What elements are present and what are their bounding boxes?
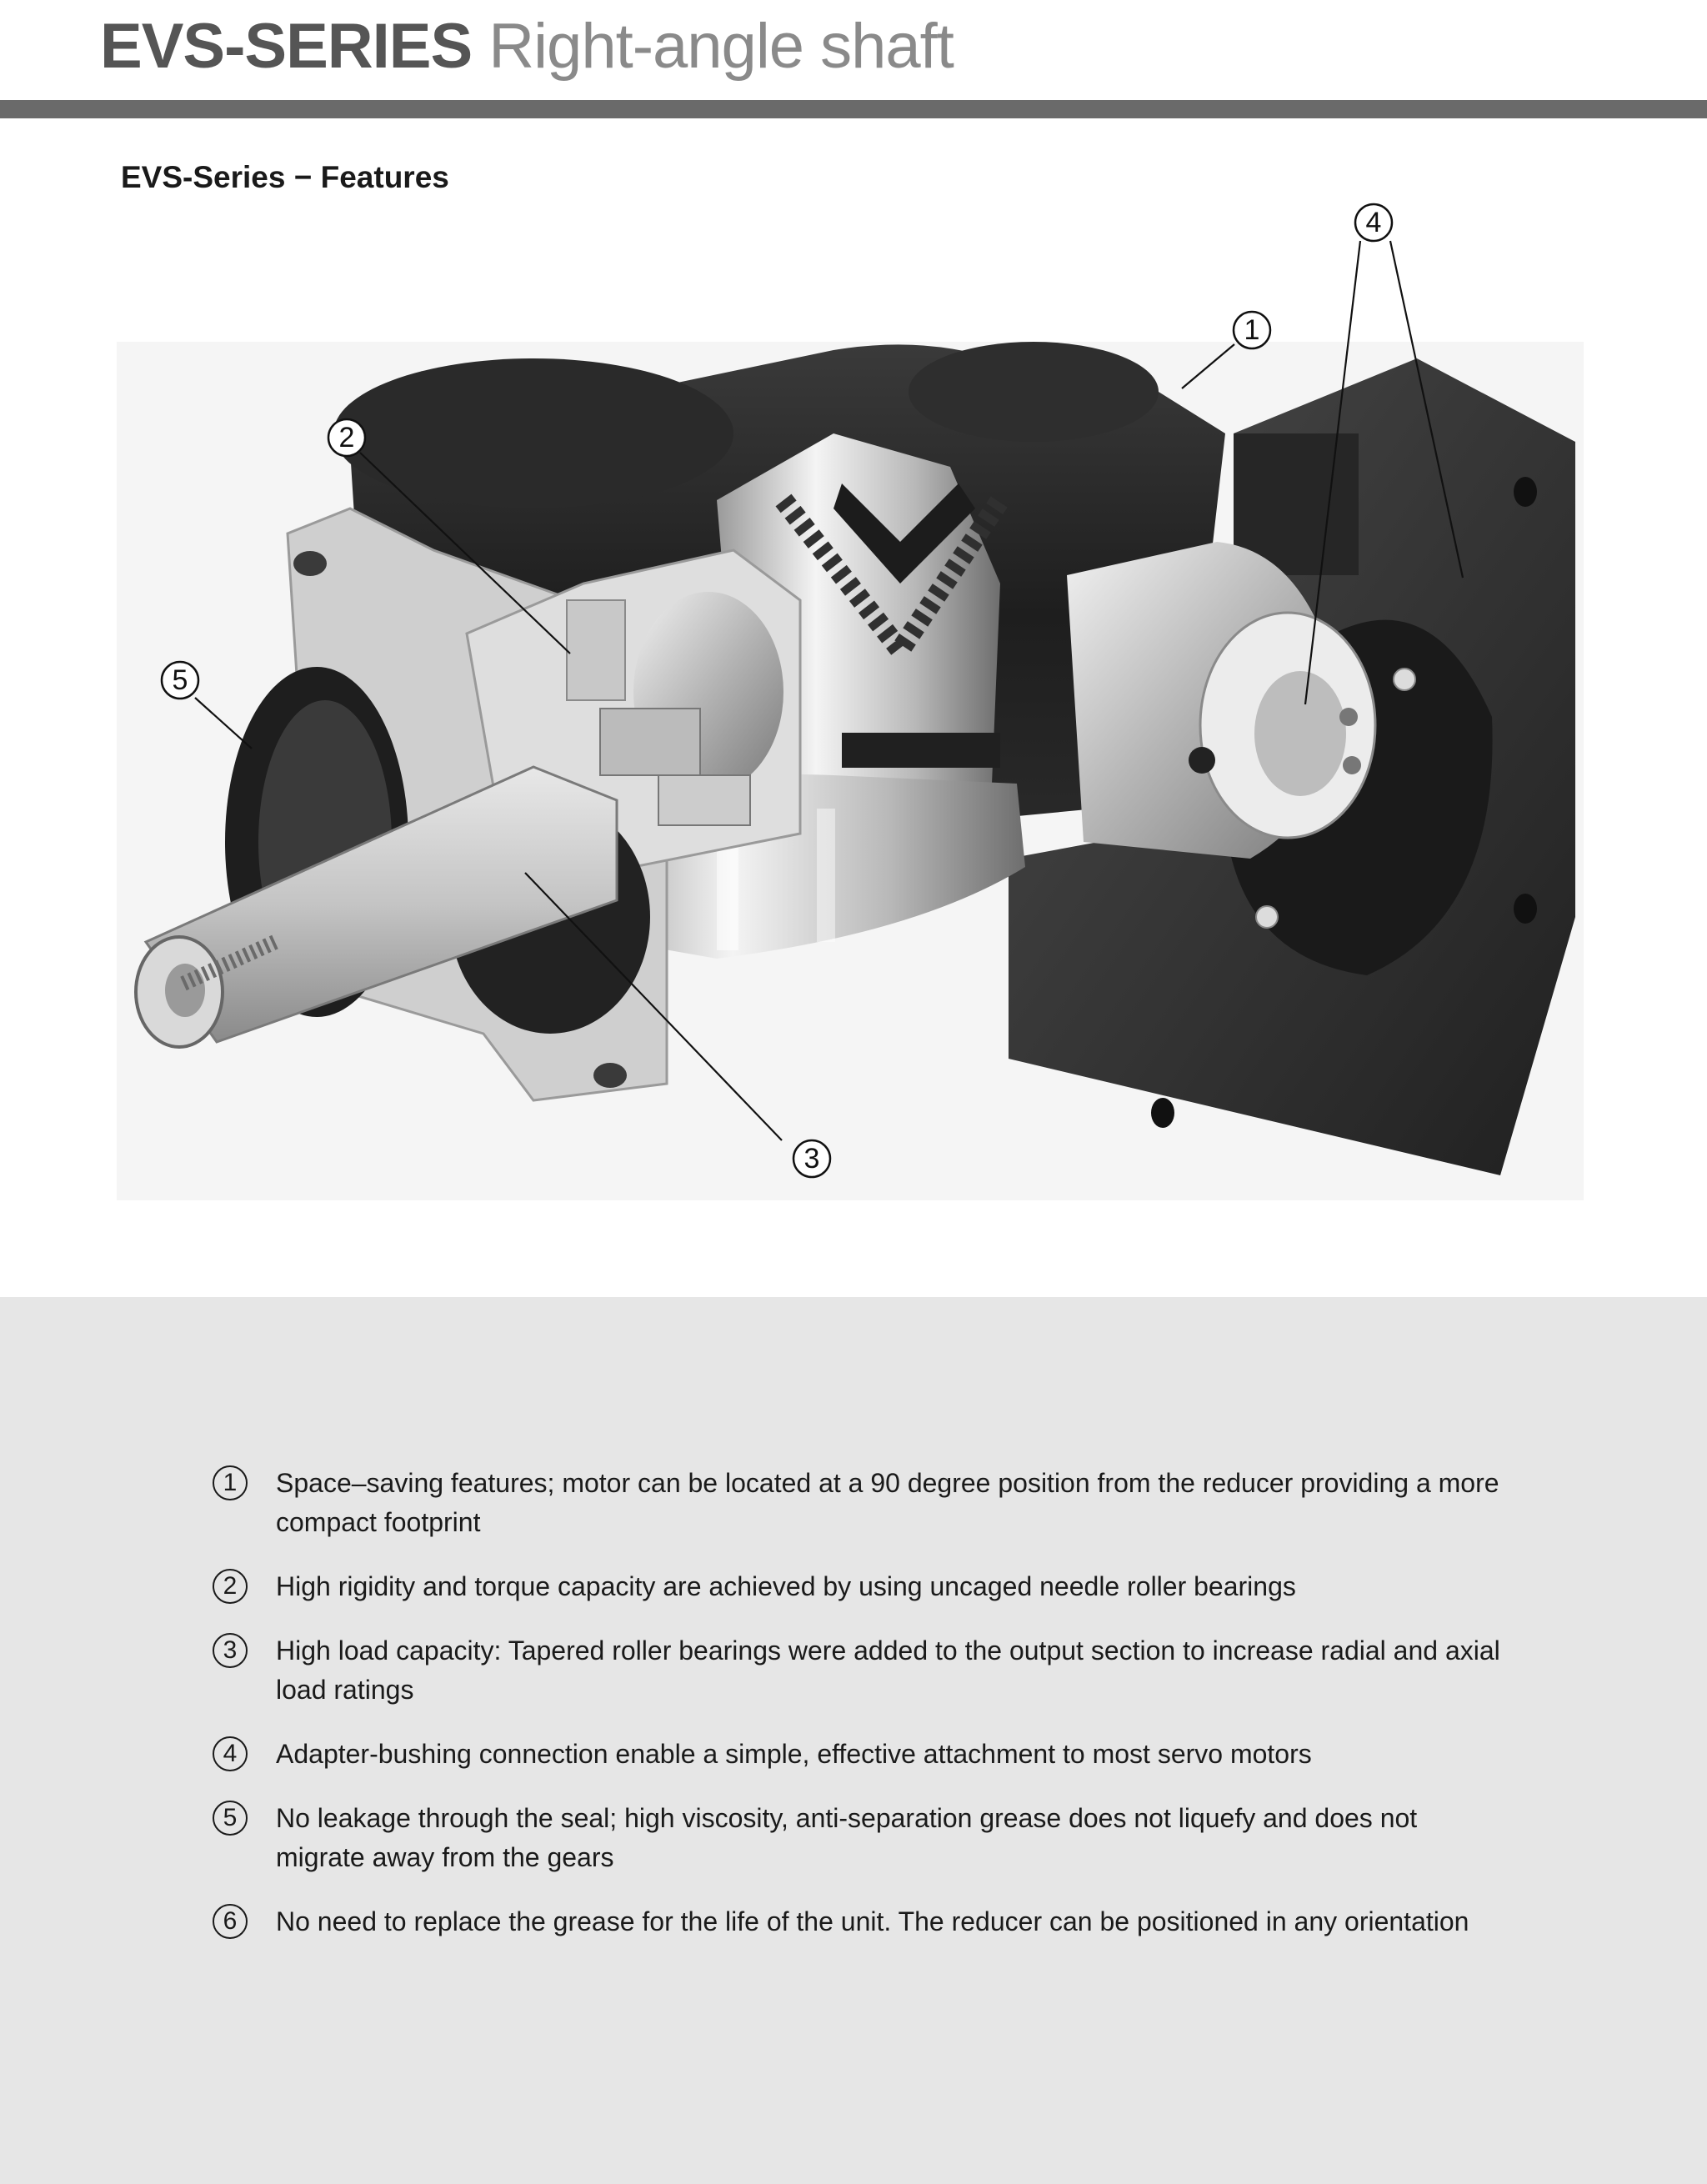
section-heading: EVS-Series − Features — [121, 160, 449, 194]
feature-text-3: High load capacity: Tapered roller beari… — [276, 1635, 1500, 1705]
feature-text-6: No need to replace the grease for the li… — [276, 1906, 1469, 1936]
feature-text-2: High rigidity and torque capacity are ac… — [276, 1571, 1296, 1601]
header-rule — [0, 100, 1707, 118]
page-header: EVS-SERIES Right-angle shaft — [0, 0, 1707, 118]
callout-3-number: 3 — [804, 1143, 820, 1175]
features-legend-panel: 1 Space–saving features; motor can be lo… — [0, 1297, 1707, 2184]
callout-1-number: 1 — [1244, 314, 1260, 346]
callout-5: 5 — [160, 660, 200, 700]
title-series: EVS-SERIES — [100, 11, 473, 82]
gearbox-illustration: 1 2 3 4 5 — [117, 203, 1584, 1200]
feature-number-4: 4 — [213, 1736, 248, 1771]
callout-2: 2 — [327, 418, 367, 458]
features-list: 1 Space–saving features; motor can be lo… — [213, 1464, 1513, 1966]
feature-item-5: 5 No leakage through the seal; high visc… — [213, 1799, 1513, 1877]
feature-number-5: 5 — [213, 1801, 248, 1836]
feature-item-4: 4 Adapter-bushing connection enable a si… — [213, 1735, 1513, 1774]
title-subtitle: Right-angle shaft — [488, 11, 954, 82]
feature-item-6: 6 No need to replace the grease for the … — [213, 1902, 1513, 1941]
gearbox-cutaway-figure: 1 2 3 4 5 — [0, 200, 1707, 1284]
feature-text-1: Space–saving features; motor can be loca… — [276, 1468, 1499, 1537]
callout-1: 1 — [1232, 310, 1272, 350]
feature-text-5: No leakage through the seal; high viscos… — [276, 1803, 1418, 1872]
feature-text-4: Adapter-bushing connection enable a simp… — [276, 1739, 1312, 1769]
page-title: EVS-SERIES Right-angle shaft — [100, 15, 954, 78]
feature-number-6: 6 — [213, 1904, 248, 1939]
input-bushing — [1067, 542, 1416, 929]
callout-4-number: 4 — [1366, 207, 1382, 238]
callout-leader-lines — [194, 240, 1464, 1141]
feature-item-3: 3 High load capacity: Tapered roller bea… — [213, 1631, 1513, 1710]
output-shaft — [134, 765, 618, 1049]
feature-number-1: 1 — [213, 1465, 248, 1500]
callout-5-number: 5 — [173, 664, 188, 696]
feature-item-1: 1 Space–saving features; motor can be lo… — [213, 1464, 1513, 1542]
callout-4: 4 — [1354, 203, 1394, 243]
feature-number-2: 2 — [213, 1569, 248, 1604]
feature-number-3: 3 — [213, 1633, 248, 1668]
feature-item-2: 2 High rigidity and torque capacity are … — [213, 1567, 1513, 1606]
callout-3: 3 — [792, 1139, 832, 1179]
callout-2-number: 2 — [339, 422, 355, 453]
